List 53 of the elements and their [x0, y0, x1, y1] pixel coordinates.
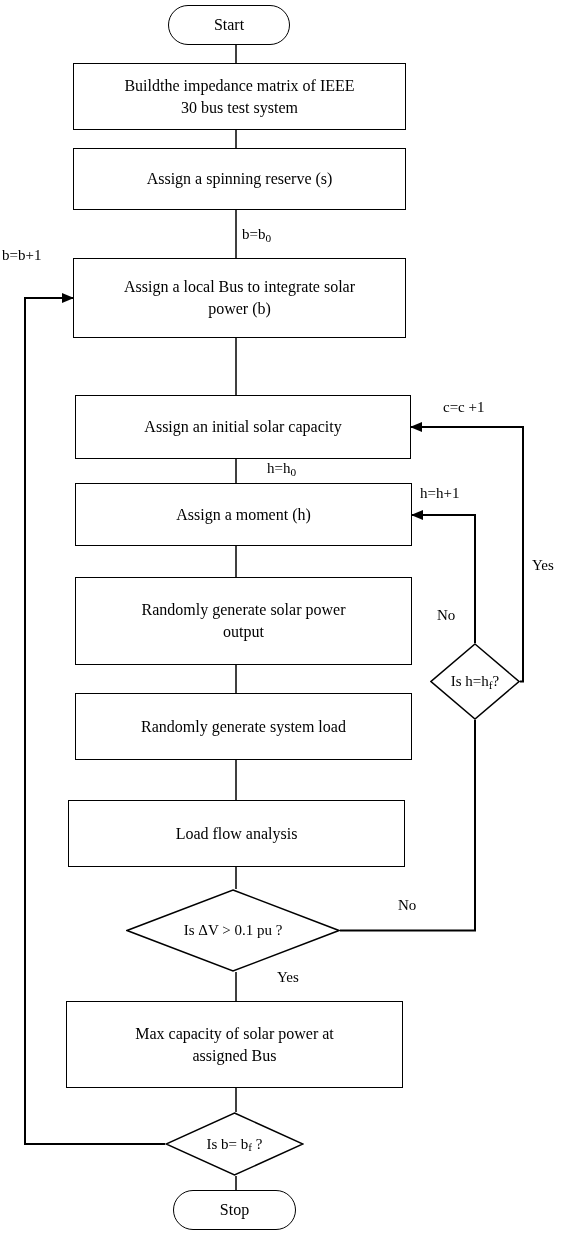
edge-label: h=h$_{0}$ — [267, 461, 297, 476]
box-text: Randomly generate system load — [141, 716, 346, 738]
box-text: Buildthe impedance matrix of IEEE 30 bus test system — [123, 75, 356, 119]
connector-line — [235, 129, 237, 149]
decision-text: Is ΔV > 0.1 pu ? — [183, 921, 283, 940]
decision-diamond — [430, 643, 520, 720]
connector-line — [235, 209, 237, 259]
arrow — [410, 422, 524, 683]
box-text: Stop — [219, 1200, 250, 1221]
arrow — [411, 510, 476, 644]
box-text: Assign a moment (h) — [176, 504, 311, 526]
edge-label: No — [437, 608, 456, 623]
process-box — [75, 395, 411, 459]
box-text: Load flow analysis — [175, 823, 298, 845]
connector-line — [235, 545, 237, 578]
box-text: Assign a local Bus to integrate solar power (b) — [122, 277, 357, 320]
process-box — [75, 693, 412, 760]
decision-diamond — [165, 1112, 304, 1176]
terminal-box — [173, 1190, 296, 1230]
box-text: Max capacity of solar power at assigned Bus — [134, 1023, 335, 1067]
process-box — [73, 258, 406, 338]
box-text: Assign an initial solar capacity — [144, 417, 342, 438]
connector-line — [235, 971, 237, 1002]
decision-text: Is b= b$_{f}$ ? — [206, 1134, 263, 1154]
edge-label: Yes — [277, 970, 299, 985]
connector-line — [339, 719, 476, 932]
process-box — [68, 800, 405, 867]
arrow — [24, 293, 166, 1145]
box-text: Randomly generate solar power output — [140, 600, 347, 643]
process-box — [75, 577, 412, 665]
counter-label: c=c +1 — [443, 400, 485, 415]
connector-line — [235, 337, 237, 396]
edge-label: b=b+1 — [2, 248, 42, 263]
edge-label: Yes — [532, 558, 554, 573]
box-text: Start — [213, 15, 245, 35]
process-box — [75, 483, 412, 546]
connector-line — [235, 759, 237, 801]
connector-line — [235, 866, 237, 890]
decision-text: Is h=h$_{f}$? — [450, 672, 500, 691]
connector-line — [235, 458, 237, 484]
decision-diamond — [126, 889, 340, 972]
counter-label: h=h+1 — [420, 486, 460, 501]
connector-line — [235, 1087, 237, 1113]
box-text: Assign a spinning reserve (s) — [146, 169, 333, 190]
connector-line — [235, 44, 237, 64]
process-box — [66, 1001, 403, 1088]
process-box — [73, 148, 406, 210]
edge-label: b=b$_{0}$ — [242, 227, 272, 242]
connector-line — [235, 1175, 237, 1191]
process-box — [73, 63, 406, 130]
edge-label: No — [398, 898, 417, 913]
terminal-box — [168, 5, 290, 45]
connector-line — [235, 664, 237, 694]
